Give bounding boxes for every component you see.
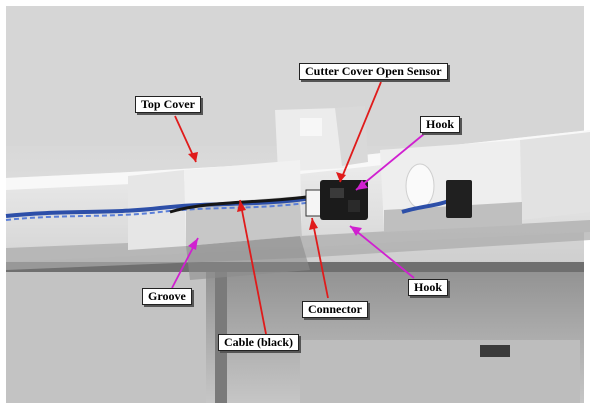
label-connector: Connector [302,301,368,318]
cutter-cover-block [275,108,345,172]
label-groove: Groove [142,288,192,305]
label-cutter-cover-open-sensor: Cutter Cover Open Sensor [299,63,448,80]
label-hook-upper: Hook [420,116,461,133]
label-cable-black: Cable (black) [218,334,299,351]
cable-black [169,194,315,214]
cable-blue [5,196,313,218]
label-hook-lower: Hook [408,279,449,296]
arrow-hook-upper [355,133,425,191]
arrow-connector [311,217,329,299]
arrow-sensor [339,81,382,183]
arrow-hook-lower [349,225,415,279]
label-top-cover: Top Cover [135,96,201,113]
arrow-cable-black [239,199,267,335]
